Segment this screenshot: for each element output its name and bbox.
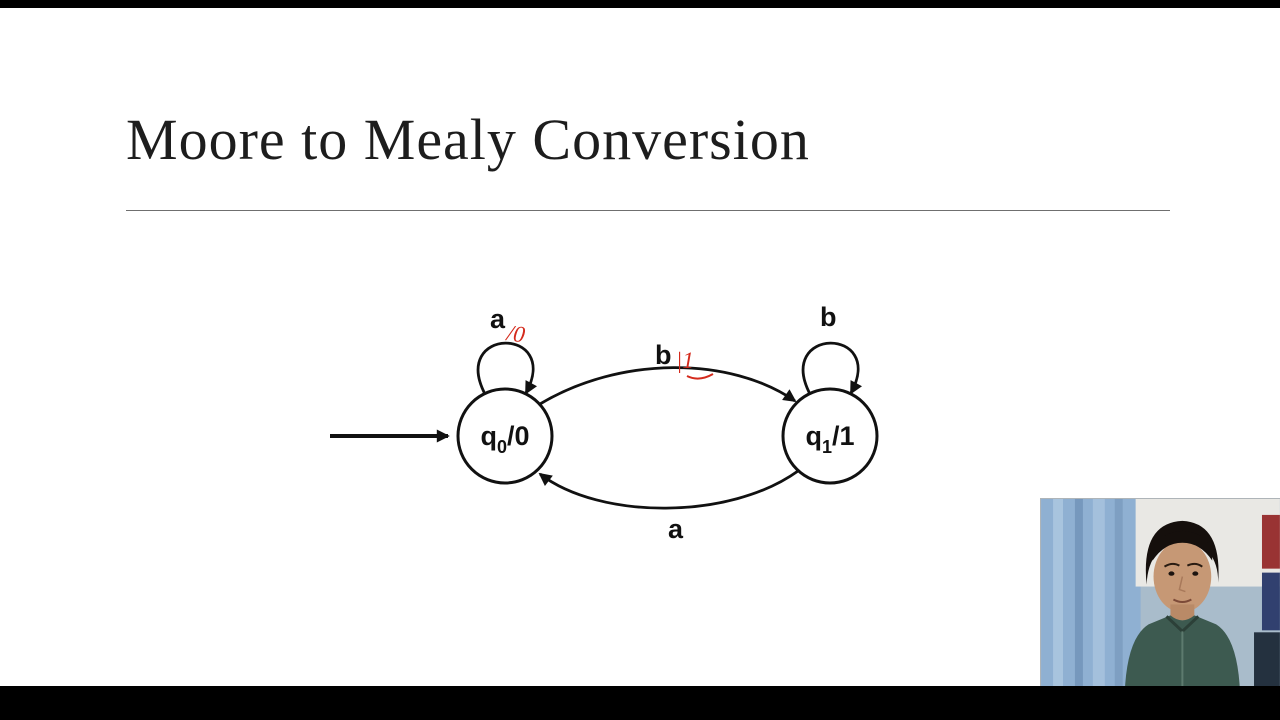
- mouth: [1172, 598, 1192, 603]
- state-q1-circle: [781, 387, 879, 485]
- eye-left: [1168, 571, 1175, 576]
- curtain: [1041, 499, 1141, 694]
- slide-title: Moore to Mealy Conversion: [126, 107, 810, 172]
- face: [1153, 540, 1212, 613]
- label-self-loop-q1: b: [820, 302, 837, 332]
- annotation-self-loop-q0: /0: [503, 320, 527, 348]
- webcam-overlay: [1040, 498, 1280, 694]
- shelf-items: [1254, 514, 1280, 694]
- letterbox-top: [0, 0, 1280, 8]
- presenter: [1124, 520, 1241, 694]
- jacket-collar: [1165, 615, 1200, 634]
- nose: [1178, 576, 1186, 593]
- state-q0-label: q0/0: [480, 421, 529, 457]
- label-transition-q0-q1: b: [655, 340, 672, 370]
- state-diagram: q0/0 q1/1 a /0 b b |1 a: [330, 302, 879, 544]
- annotation-transition-q0-q1: |1: [676, 348, 694, 373]
- neck: [1170, 604, 1195, 621]
- eyebrow-right: [1186, 562, 1203, 568]
- state-q1-label: q1/1: [805, 421, 854, 457]
- presentation-slide: Moore to Mealy Conversion q0/0 q1/1: [0, 8, 1280, 694]
- self-loop-q0: [477, 341, 538, 397]
- title-divider: [126, 210, 1170, 211]
- label-transition-q1-q0: a: [668, 514, 684, 544]
- state-q0-circle: [456, 387, 554, 485]
- label-self-loop-q0: a: [490, 304, 506, 334]
- transition-q1-to-q0: [538, 469, 799, 510]
- webcam-video: [1041, 499, 1280, 694]
- hair-front: [1152, 530, 1213, 561]
- self-loop-q1: [802, 341, 863, 397]
- transition-q0-to-q1: [539, 366, 797, 406]
- eyebrow-left: [1163, 562, 1180, 568]
- annotation-underline: [686, 373, 714, 380]
- letterbox-bottom: [0, 686, 1280, 720]
- eye-right: [1192, 571, 1199, 576]
